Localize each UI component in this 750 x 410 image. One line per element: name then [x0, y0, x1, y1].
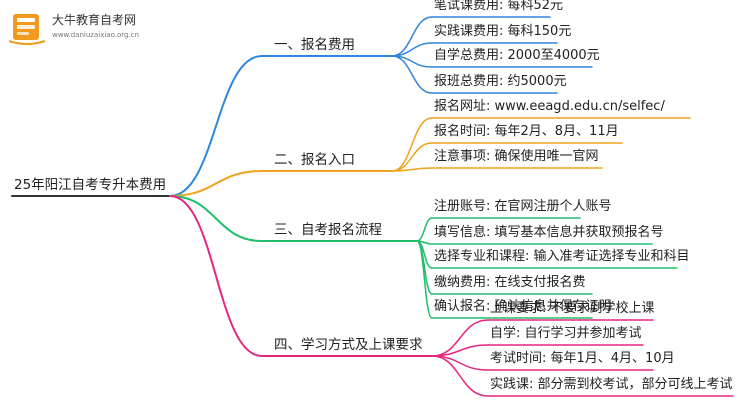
branch-node: 三、自考报名流程 — [274, 222, 382, 238]
leaf-connector — [416, 217, 433, 242]
leaf-connector — [391, 55, 433, 94]
branch-connector — [169, 170, 263, 197]
leaf-node: 注册账号: 在官网注册个人账号 — [434, 199, 612, 214]
connector-lines — [11, 16, 734, 397]
branch-node: 二、报名入口 — [274, 152, 355, 168]
leaf-connector — [391, 16, 433, 57]
leaf-node: 自学: 自行学习并参加考试 — [490, 326, 642, 341]
leaf-node: 实践课: 部分需到校考试，部分可线上考试 — [490, 377, 733, 392]
leaf-node: 注意事项: 确保使用唯一官网 — [434, 149, 599, 164]
leaf-node: 确认报名: 确认信息并保存证明 — [434, 299, 612, 314]
leaf-node: 填写信息: 填写基本信息并获取预报名号 — [434, 225, 664, 240]
branch-node: 一、报名费用 — [274, 37, 355, 53]
branch-connector — [169, 55, 263, 197]
leaf-node: 报班总费用: 约5000元 — [434, 74, 567, 89]
leaf-node: 缴纳费用: 在线支付报名费 — [434, 275, 586, 290]
site-logo: 大牛教育自考网 www.daniuzaixiao.org.cn — [6, 10, 181, 50]
leaf-node: 选择专业和课程: 输入准考证选择专业和科目 — [434, 249, 690, 264]
leaf-connector — [431, 355, 489, 397]
branch-node: 四、学习方式及上课要求 — [274, 337, 423, 353]
leaf-node: 自学总费用: 2000至4000元 — [434, 48, 600, 63]
logo-name: 大牛教育自考网 — [52, 13, 137, 27]
leaf-node: 报名时间: 每年2月、8月、11月 — [434, 124, 619, 139]
leaf-node: 笔试课费用: 每科52元 — [434, 0, 564, 13]
leaf-connector — [391, 167, 433, 172]
leaf-connector — [391, 142, 433, 172]
root-node: 25年阳江自考专升本费用 — [14, 177, 167, 193]
logo-domain: www.daniuzaixiao.org.cn — [52, 31, 139, 39]
leaf-node: 实践课费用: 每科150元 — [434, 24, 572, 39]
leaf-node: 报名网址: www.eeagd.edu.cn/selfec/ — [434, 99, 665, 114]
leaf-connector — [416, 240, 433, 319]
branch-connector — [169, 195, 263, 357]
leaf-node: 考试时间: 每年1月、4月、10月 — [490, 351, 675, 366]
book-logo-icon — [8, 14, 46, 45]
leaf-node: 上课要求: 不要求到学校上课 — [490, 301, 655, 316]
branch-connector — [169, 195, 263, 242]
